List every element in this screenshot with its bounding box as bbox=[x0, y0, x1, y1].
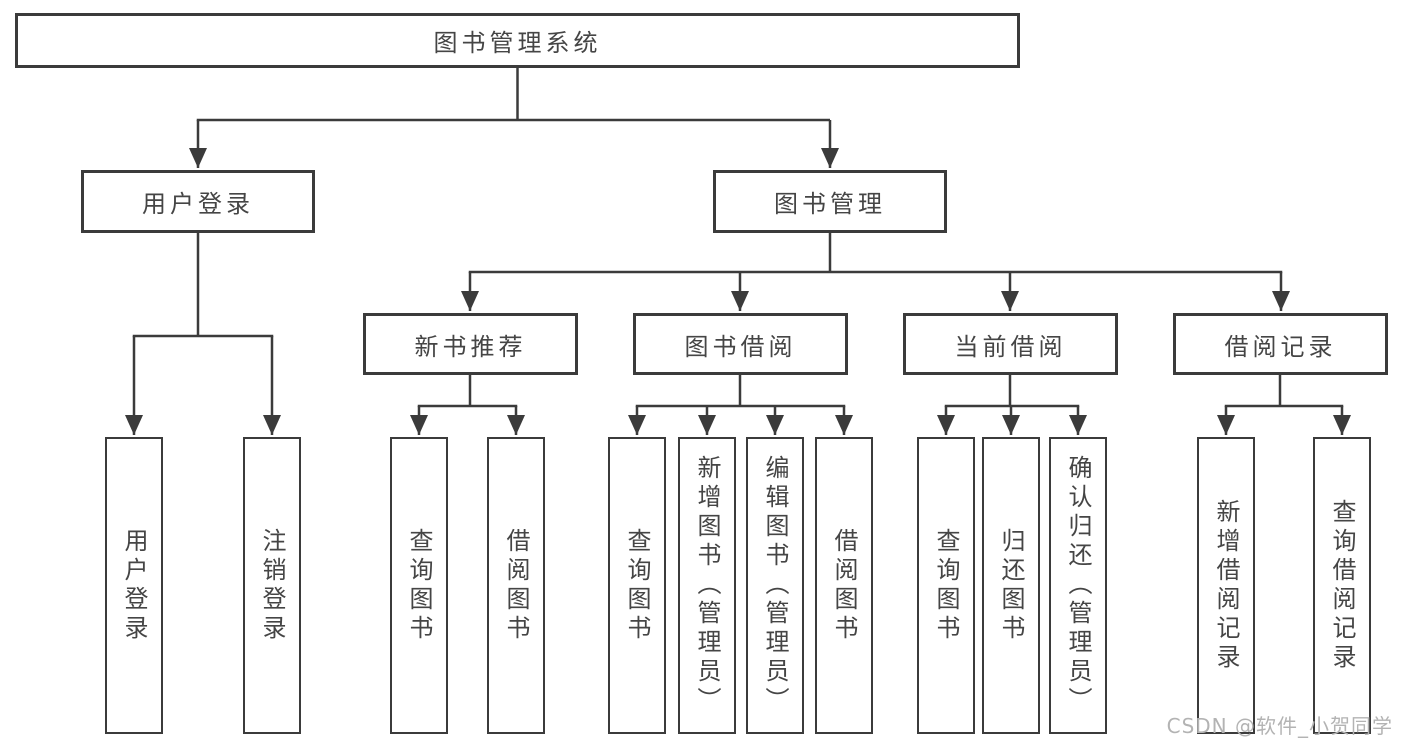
leaf-nb-borrow-books-label: 借阅图书 bbox=[502, 527, 530, 644]
node-book-management-label: 图书管理 bbox=[774, 190, 886, 218]
leaf-cb-query-books-label: 查询图书 bbox=[932, 527, 960, 644]
node-current-borrow: 当前借阅 bbox=[903, 313, 1118, 375]
leaf-br-query-record-label: 查询借阅记录 bbox=[1328, 498, 1356, 673]
node-book-borrow: 图书借阅 bbox=[633, 313, 848, 375]
leaf-user-login-label: 用户登录 bbox=[120, 527, 148, 644]
connector-current-borrow-branch bbox=[944, 375, 1080, 408]
leaf-br-query-record: 查询借阅记录 bbox=[1313, 437, 1371, 734]
leaf-cb-return-books-label: 归还图书 bbox=[997, 527, 1025, 644]
leaf-bb-query-books-label: 查询图书 bbox=[623, 527, 651, 644]
connector-new-book-branch bbox=[417, 375, 518, 408]
node-current-borrow-label: 当前借阅 bbox=[954, 332, 1067, 361]
connector-user-login-branch bbox=[132, 233, 274, 338]
leaf-bb-borrow-books-label: 借阅图书 bbox=[830, 527, 858, 644]
node-root-library-system: 图书管理系统 bbox=[15, 13, 1020, 68]
leaf-cb-confirm-return-admin-label: 确认归还（管理员） bbox=[1064, 455, 1092, 716]
leaf-user-login: 用户登录 bbox=[105, 437, 163, 734]
node-borrow-records-label: 借阅记录 bbox=[1224, 332, 1337, 361]
connector-book-management-branch bbox=[468, 233, 1283, 274]
node-user-login-label: 用户登录 bbox=[142, 190, 254, 218]
leaf-nb-query-books: 查询图书 bbox=[390, 437, 448, 734]
leaf-bb-edit-books-admin: 编辑图书（管理员） bbox=[746, 437, 804, 734]
node-new-book-recommend: 新书推荐 bbox=[363, 313, 578, 375]
node-user-login: 用户登录 bbox=[81, 170, 315, 233]
node-book-management: 图书管理 bbox=[713, 170, 947, 233]
node-borrow-records: 借阅记录 bbox=[1173, 313, 1388, 375]
csdn-watermark: CSDN @软件_小贺同学 bbox=[1166, 714, 1393, 738]
leaf-bb-add-books-admin-label: 新增图书（管理员） bbox=[693, 455, 721, 716]
leaf-logout-label: 注销登录 bbox=[258, 527, 286, 644]
connector-borrow-records-branch bbox=[1224, 375, 1344, 408]
leaf-br-add-record-label: 新增借阅记录 bbox=[1212, 498, 1240, 673]
leaf-nb-borrow-books: 借阅图书 bbox=[487, 437, 545, 734]
leaf-bb-borrow-books: 借阅图书 bbox=[815, 437, 873, 734]
leaf-br-add-record: 新增借阅记录 bbox=[1197, 437, 1255, 734]
leaf-cb-return-books: 归还图书 bbox=[982, 437, 1040, 734]
leaf-bb-query-books: 查询图书 bbox=[608, 437, 666, 734]
node-book-borrow-label: 图书借阅 bbox=[684, 332, 797, 361]
node-new-book-recommend-label: 新书推荐 bbox=[414, 332, 527, 361]
connector-root-to-level2 bbox=[196, 68, 830, 122]
node-root-label: 图书管理系统 bbox=[433, 29, 602, 57]
connector-book-borrow-branch bbox=[635, 375, 846, 408]
leaf-bb-add-books-admin: 新增图书（管理员） bbox=[678, 437, 736, 734]
leaf-cb-query-books: 查询图书 bbox=[917, 437, 975, 734]
leaf-bb-edit-books-admin-label: 编辑图书（管理员） bbox=[761, 455, 789, 716]
leaf-cb-confirm-return-admin: 确认归还（管理员） bbox=[1049, 437, 1107, 734]
leaf-nb-query-books-label: 查询图书 bbox=[405, 527, 433, 644]
leaf-logout: 注销登录 bbox=[243, 437, 301, 734]
